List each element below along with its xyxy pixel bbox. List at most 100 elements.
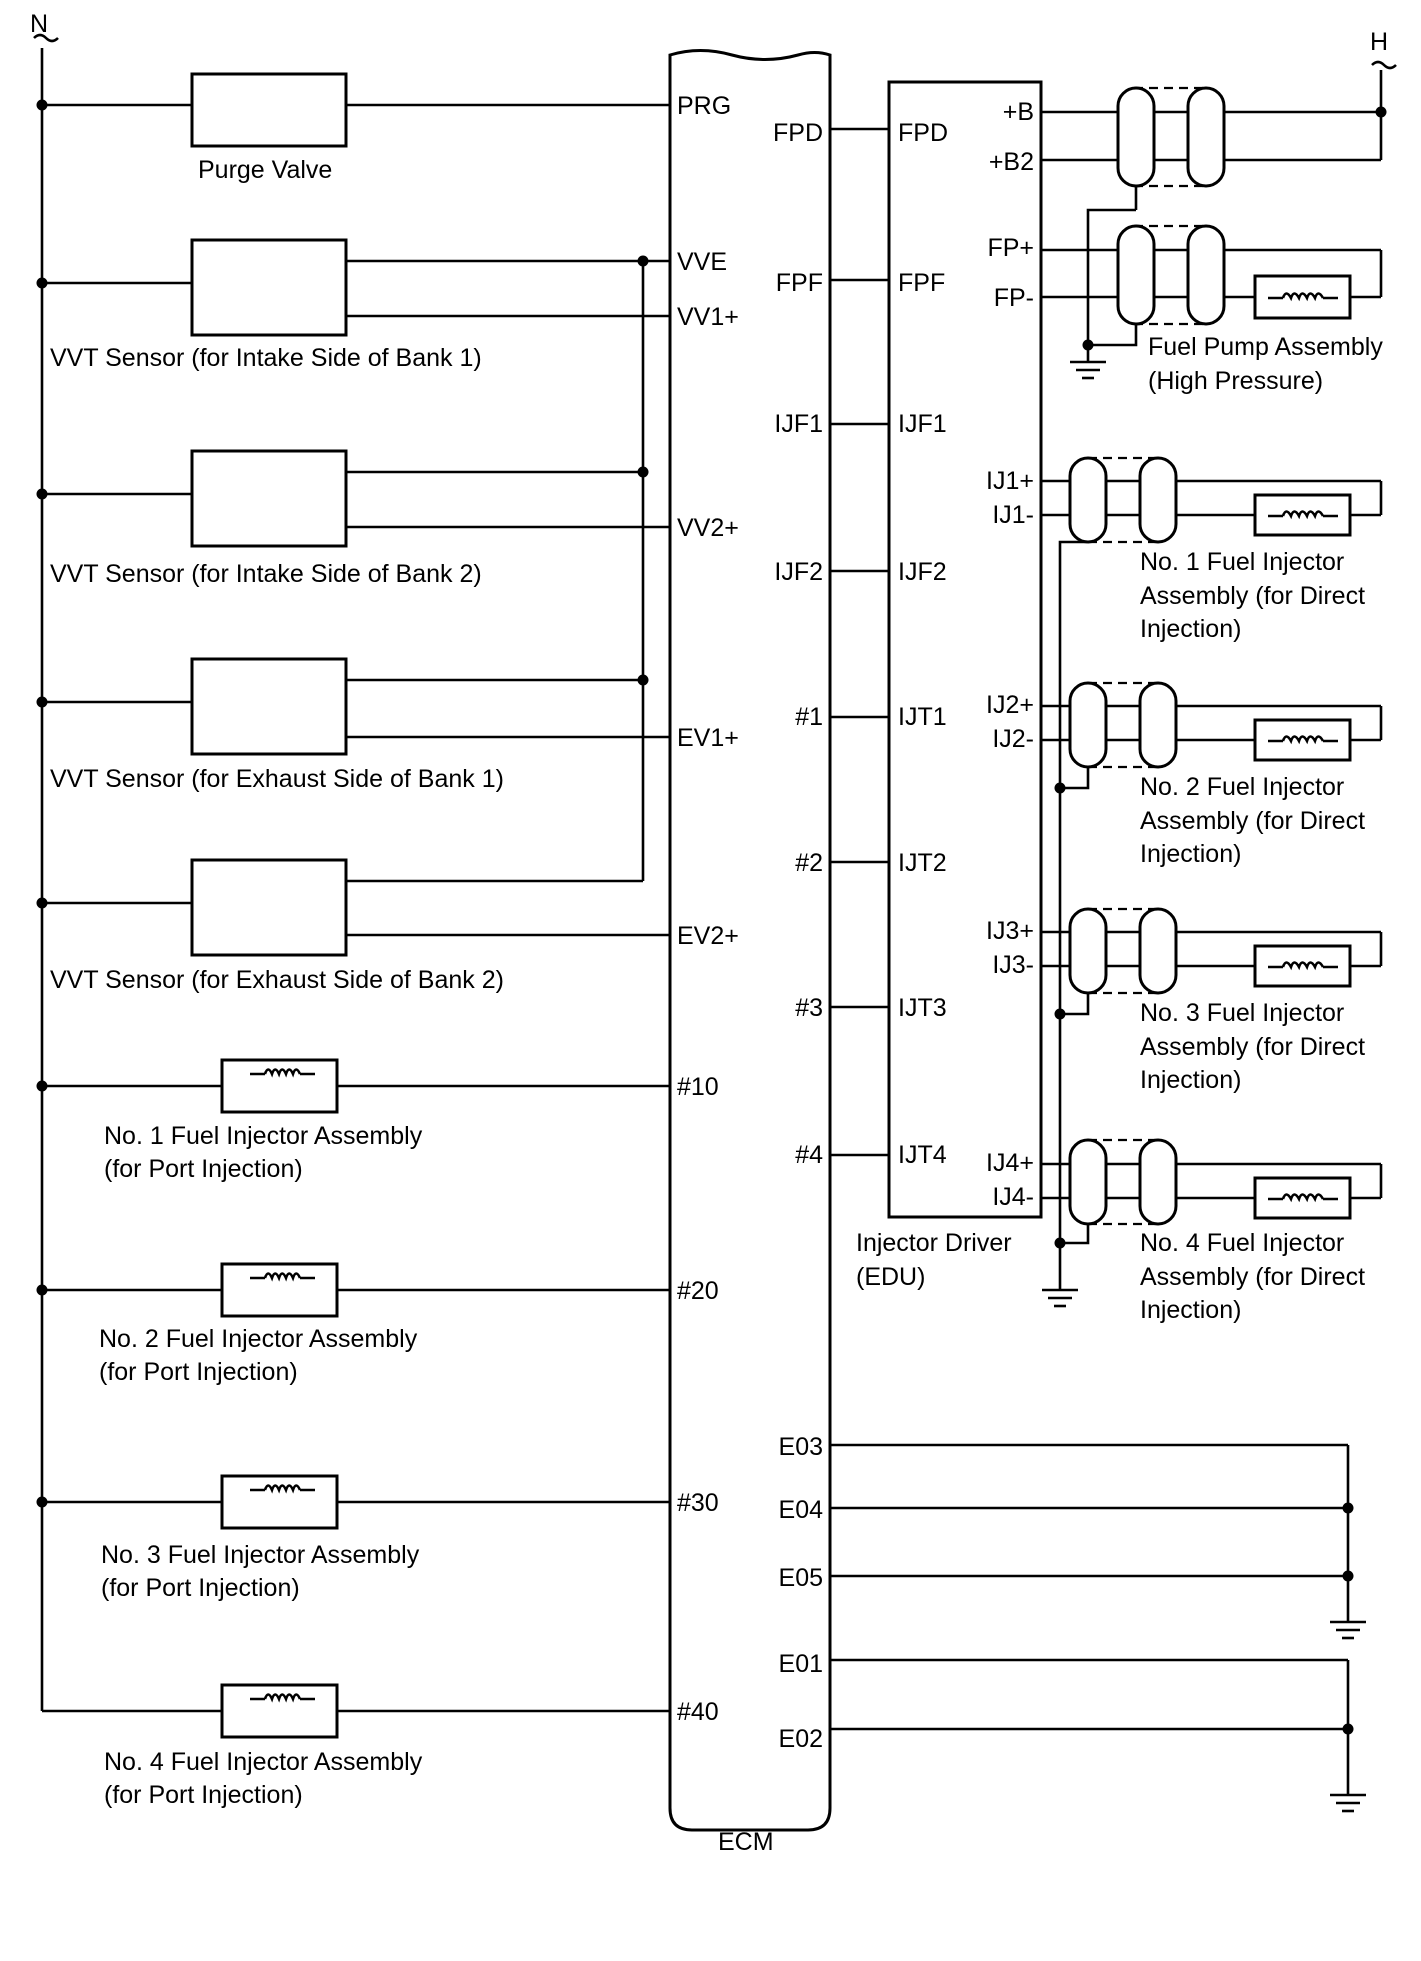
port-injector-2-label-line1: No. 2 Fuel Injector Assembly (99, 1325, 418, 1353)
edu-pin-ijf1: IJF1 (898, 410, 947, 438)
vvt-exhaust-bank2-label: VVT Sensor (for Exhaust Side of Bank 2) (50, 966, 504, 994)
vvt-sensor-intake-bank1: VVT Sensor (for Intake Side of Bank 1) (42, 238, 670, 372)
edu-label-line2: (EDU) (856, 1263, 925, 1291)
edu-pin-ijt4: IJT4 (898, 1141, 947, 1169)
edu-pin-ijt3: IJT3 (898, 994, 947, 1022)
direct-injector-2: No. 2 Fuel Injector Assembly (for Direct… (1041, 681, 1383, 868)
direct-injector-2-label-line1: No. 2 Fuel Injector (1140, 773, 1344, 801)
direct-injector-4-label-line3: Injection) (1140, 1296, 1241, 1324)
edu-pin-b: +B (1003, 98, 1034, 126)
direct-injector-4: No. 4 Fuel Injector Assembly (for Direct… (1041, 1138, 1383, 1324)
ecm-pin-ev2: EV2+ (677, 922, 739, 950)
ecm-pin-e01: E01 (779, 1650, 823, 1678)
coil-icon (1268, 735, 1338, 745)
fuel-pump-label-line1: Fuel Pump Assembly (1148, 333, 1383, 361)
ecm-pin-ijf2: IJF2 (774, 558, 823, 586)
edu-pin-b2: +B2 (989, 148, 1034, 176)
ecm-pin-vv2: VV2+ (677, 514, 739, 542)
coil-icon (1268, 1193, 1338, 1203)
ground-icon (1042, 1288, 1078, 1308)
ecm-pin-e04: E04 (779, 1496, 824, 1524)
edu-label-line1: Injector Driver (856, 1229, 1012, 1257)
direct-injector-2-label-line2: Assembly (for Direct (1140, 807, 1365, 835)
ecm-edu-wires (830, 127, 889, 1157)
bus-n-label: N (30, 10, 48, 38)
vvt-sensor-exhaust-bank1: VVT Sensor (for Exhaust Side of Bank 1) (42, 657, 670, 793)
vvt-intake-bank1-label: VVT Sensor (for Intake Side of Bank 1) (50, 344, 482, 372)
ground-icon (1070, 360, 1106, 380)
vvt-exhaust-bank1-label: VVT Sensor (for Exhaust Side of Bank 1) (50, 765, 504, 793)
ecm-block: ECM PRG VVE VV1+ VV2+ EV1+ EV2+ #10 #20 … (668, 49, 832, 1856)
ecm-pin-e03: E03 (779, 1433, 823, 1461)
purge-valve-label: Purge Valve (198, 156, 332, 184)
direct-injector-4-label-line1: No. 4 Fuel Injector (1140, 1229, 1344, 1257)
port-injector-1: No. 1 Fuel Injector Assembly (for Port I… (42, 1058, 670, 1183)
edu-pin-ijt2: IJT2 (898, 849, 947, 877)
edu-pin-ij3-plus: IJ3+ (986, 917, 1034, 945)
ecm-pin-10: #10 (677, 1073, 719, 1101)
ground-icon (1330, 1793, 1366, 1813)
direct-injector-3-label-line1: No. 3 Fuel Injector (1140, 999, 1344, 1027)
coil-icon (250, 1272, 315, 1282)
bus-h-label: H (1370, 28, 1388, 56)
direct-injector-3-label-line3: Injection) (1140, 1066, 1241, 1094)
ecm-pin-vve: VVE (677, 248, 727, 276)
ecm-label: ECM (718, 1828, 774, 1856)
port-injector-2: No. 2 Fuel Injector Assembly (for Port I… (42, 1262, 670, 1386)
ground-icon (1330, 1620, 1366, 1640)
vvt-sensor-intake-bank2: VVT Sensor (for Intake Side of Bank 2) (42, 449, 670, 588)
bus-n-break-icon (33, 33, 59, 43)
vve-common-line (637, 255, 649, 881)
edu-pin-fpd: FPD (898, 119, 948, 147)
ecm-pin-e02: E02 (779, 1725, 823, 1753)
ecm-pin-3: #3 (795, 994, 823, 1022)
port-injector-4-label-line2: (for Port Injection) (104, 1781, 303, 1809)
ecm-pin-e05: E05 (779, 1564, 823, 1592)
direct-injector-1-label-line1: No. 1 Fuel Injector (1140, 548, 1344, 576)
direct-injector-4-label-line2: Assembly (for Direct (1140, 1263, 1365, 1291)
edu-pin-ijt1: IJT1 (898, 703, 947, 731)
ecm-pin-20: #20 (677, 1277, 719, 1305)
direct-injector-3: No. 3 Fuel Injector Assembly (for Direct… (1041, 907, 1383, 1094)
ecm-pin-fpd: FPD (773, 119, 823, 147)
edu-pin-ij3-minus: IJ3- (992, 951, 1034, 979)
direct-injector-2-label-line3: Injection) (1140, 840, 1241, 868)
coil-icon (1268, 510, 1338, 520)
fuel-pump-label-line2: (High Pressure) (1148, 367, 1323, 395)
port-injector-3-label-line2: (for Port Injection) (101, 1574, 300, 1602)
edu-pin-fp-plus: FP+ (987, 234, 1034, 262)
ecm-pin-prg: PRG (677, 92, 731, 120)
port-injector-4: No. 4 Fuel Injector Assembly (for Port I… (42, 1683, 670, 1809)
vvt-sensor-exhaust-bank2: VVT Sensor (for Exhaust Side of Bank 2) (42, 858, 670, 994)
port-injector-1-label-line2: (for Port Injection) (104, 1155, 303, 1183)
ecm-pin-vv1: VV1+ (677, 303, 739, 331)
coil-icon (250, 1693, 315, 1703)
edu-pin-ij1-minus: IJ1- (992, 501, 1034, 529)
edu-pin-fpf: FPF (898, 269, 945, 297)
ecm-ground-e03-e05 (830, 1443, 1366, 1640)
port-injector-3-label-line1: No. 3 Fuel Injector Assembly (101, 1541, 420, 1569)
direct-injector-1: No. 1 Fuel Injector Assembly (for Direct… (1041, 456, 1383, 643)
bus-h-break-icon (1371, 60, 1397, 70)
direct-injector-1-label-line2: Assembly (for Direct (1140, 582, 1365, 610)
direct-injector-1-label-line3: Injection) (1140, 615, 1241, 643)
port-injector-4-label-line1: No. 4 Fuel Injector Assembly (104, 1748, 423, 1776)
ecm-pin-1: #1 (795, 703, 823, 731)
edu-pin-ij2-minus: IJ2- (992, 725, 1034, 753)
coil-icon (1268, 292, 1338, 302)
vvt-intake-bank2-label: VVT Sensor (for Intake Side of Bank 2) (50, 560, 482, 588)
ecm-pin-30: #30 (677, 1489, 719, 1517)
ecm-pin-4: #4 (795, 1141, 823, 1169)
edu-pin-ij4-minus: IJ4- (992, 1183, 1034, 1211)
ecm-pin-2: #2 (795, 849, 823, 877)
ecm-pin-ev1: EV1+ (677, 724, 739, 752)
ecm-ground-e01-e02 (830, 1658, 1366, 1813)
fuel-pump-assembly: Fuel Pump Assembly (High Pressure) (1041, 224, 1383, 395)
port-injector-3: No. 3 Fuel Injector Assembly (for Port I… (42, 1474, 670, 1602)
ecm-pin-fpf: FPF (776, 269, 823, 297)
port-injector-1-label-line1: No. 1 Fuel Injector Assembly (104, 1122, 423, 1150)
edu-pin-ij2-plus: IJ2+ (986, 691, 1034, 719)
ecm-pin-ijf1: IJF1 (774, 410, 823, 438)
coil-icon (1268, 961, 1338, 971)
